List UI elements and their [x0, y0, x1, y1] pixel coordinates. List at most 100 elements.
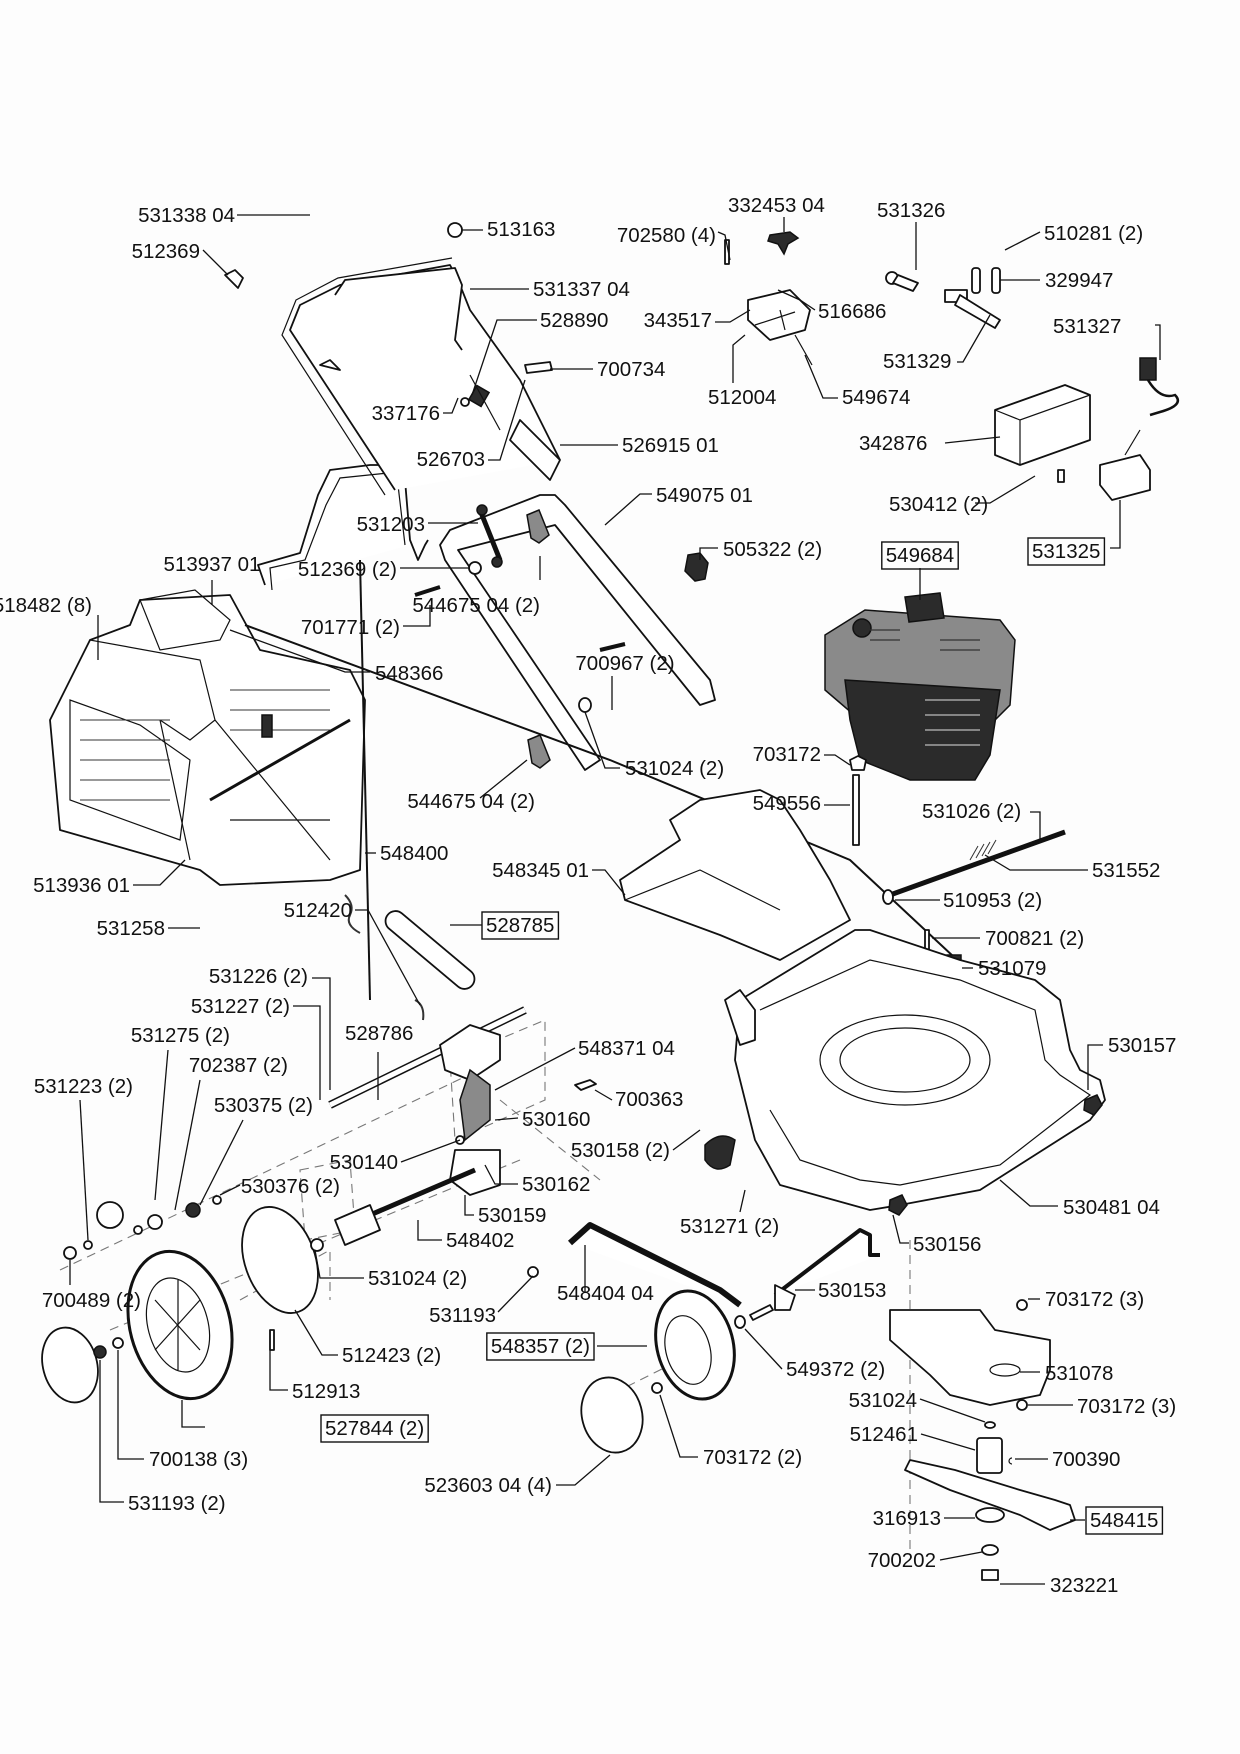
leader-line	[443, 397, 459, 414]
pinion-icon	[63, 1195, 222, 1260]
lock-washer-icon	[981, 1544, 999, 1556]
spring-icon	[414, 999, 425, 1021]
bracket-icon	[704, 1135, 736, 1170]
leader-line	[199, 1119, 244, 1206]
part-number-boxed-label: 531325	[1032, 540, 1100, 563]
nut-icon	[1016, 1299, 1028, 1311]
blade-guard-icon	[889, 1309, 1051, 1406]
mower-deck-icon	[724, 929, 1106, 1211]
leader-line	[488, 379, 526, 461]
leader-line	[494, 1047, 576, 1091]
part-number-label: 512420	[284, 899, 352, 922]
leader-line	[484, 1164, 518, 1185]
part-number-label: 531024 (2)	[368, 1267, 467, 1290]
part-number-label: 544675 04 (2)	[412, 594, 540, 617]
leader-lines	[69, 214, 1161, 1585]
part-number-label: 530159	[478, 1204, 546, 1227]
part-number-label: 530140	[330, 1151, 398, 1174]
leader-line	[672, 1129, 701, 1151]
part-number-label: 531193	[429, 1304, 496, 1327]
part-number-label: 700138 (3)	[149, 1448, 248, 1471]
leader-line	[744, 1328, 783, 1370]
grass-catcher-icon	[49, 589, 366, 886]
leader-line	[133, 859, 186, 886]
leader-line	[715, 309, 751, 323]
part-number-label: 531193 (2)	[128, 1492, 226, 1515]
part-number-label: 700967 (2)	[575, 652, 674, 675]
cable-sleeve-icon	[944, 267, 1001, 329]
part-number-label: 544675 04 (2)	[407, 790, 535, 813]
part-number-label: 548402	[446, 1229, 514, 1252]
blade-washer-icon	[975, 1507, 1005, 1523]
washer-icon	[578, 697, 592, 713]
leader-line	[400, 1139, 461, 1163]
part-number-label: 316913	[873, 1507, 941, 1530]
leader-line	[777, 289, 816, 311]
leader-line	[293, 1005, 321, 1100]
part-number-label: 528786	[345, 1022, 413, 1045]
part-number-label: 531329	[883, 350, 951, 373]
part-number-label: 531275 (2)	[131, 1024, 230, 1047]
blade-adapter-icon	[976, 1437, 1003, 1474]
leader-line	[174, 1079, 201, 1211]
leader-line	[592, 869, 626, 896]
flap-hinge-icon	[888, 1194, 908, 1216]
part-number-label: 528890	[540, 309, 608, 332]
part-number-label: 512004	[708, 386, 776, 409]
hub-cap-icon	[580, 1376, 644, 1454]
nut-icon	[527, 1266, 539, 1278]
part-number-label: 530412 (2)	[889, 493, 988, 516]
handle-icon	[281, 257, 561, 496]
label-box	[486, 1332, 595, 1361]
part-number-label: 549674	[842, 386, 910, 409]
front-wheel-icon	[654, 1289, 736, 1401]
part-number-label: 703172 (2)	[703, 1446, 802, 1469]
part-number-label: 700734	[597, 358, 665, 381]
washer-icon	[310, 1238, 324, 1252]
screw-icon	[524, 361, 553, 374]
rear-flap-icon	[619, 789, 851, 961]
part-number-label: 342876	[859, 432, 927, 455]
leader-line	[594, 1089, 613, 1101]
part-number-label: 513936 01	[33, 874, 130, 897]
leader-line	[99, 1360, 124, 1503]
leader-line	[497, 1275, 534, 1313]
part-number-label: 531079	[978, 957, 1046, 980]
leader-line	[944, 436, 1001, 444]
front-axle-icon	[567, 1222, 742, 1308]
rear-rod-icon	[882, 829, 1066, 905]
part-number-label: 512913	[292, 1380, 360, 1403]
part-number-label: 701771 (2)	[301, 616, 400, 639]
leader-line	[1087, 1044, 1103, 1090]
part-number-label: 523603 04 (4)	[424, 1474, 552, 1497]
screw-icon	[724, 239, 730, 265]
leader-line	[314, 1249, 364, 1279]
battery-icon	[994, 384, 1091, 466]
washer-icon	[984, 1421, 996, 1429]
pivot-bracket-icon	[774, 1284, 796, 1311]
leader-line	[494, 1117, 519, 1121]
part-number-label: 530156	[913, 1233, 981, 1256]
hub-cap-icon	[41, 1326, 99, 1404]
leader-line	[975, 475, 1036, 504]
label-box	[481, 911, 560, 940]
leader-line	[219, 1184, 241, 1196]
part-number-label: 531078	[1045, 1362, 1113, 1385]
part-number-label: 530162	[522, 1173, 590, 1196]
leader-line	[294, 1309, 338, 1356]
part-number-label: 513937 01	[164, 553, 261, 576]
leader-line	[919, 1398, 986, 1423]
part-number-label: 703172	[753, 743, 821, 766]
part-number-label: 531223 (2)	[34, 1075, 133, 1098]
nut-icon	[651, 1382, 663, 1394]
leader-line	[892, 1214, 909, 1244]
washer-icon	[112, 1337, 124, 1349]
part-number-label: 703172 (3)	[1077, 1395, 1176, 1418]
part-number-label: 337176	[372, 402, 440, 425]
stud-icon	[852, 774, 860, 846]
part-number-label: 513163	[487, 218, 555, 241]
part-number-label: 700821 (2)	[985, 927, 1084, 950]
part-number-label: 531326	[877, 199, 945, 222]
